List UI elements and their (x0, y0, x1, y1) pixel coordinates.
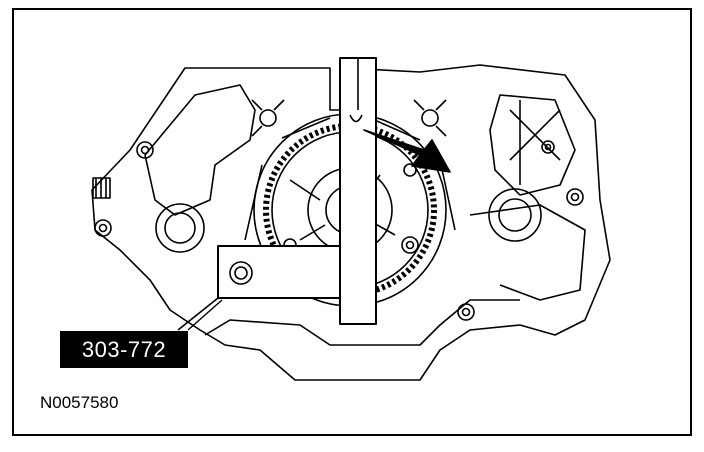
callout-leader (187, 299, 223, 331)
chain-guide (244, 117, 456, 241)
tool-number-callout: 303-772 (60, 331, 188, 368)
tool-vertical-bar (339, 57, 377, 325)
cam-stud-right (413, 99, 447, 137)
pointer-arrow (363, 129, 451, 173)
block-inner-contour-right (489, 94, 576, 196)
bolt-right (566, 188, 584, 206)
bolt-upper-right (541, 140, 555, 154)
bore-right (488, 188, 542, 242)
stud-left (92, 177, 111, 199)
bolt-upper-left (136, 141, 154, 159)
block-right-lower (469, 204, 586, 301)
bolt-center-right (401, 236, 419, 254)
bolt-lower-right (457, 303, 475, 321)
figure-id: N0057580 (40, 393, 119, 412)
bolt-left (94, 219, 112, 237)
cam-stud-left (251, 99, 285, 137)
bore-left (155, 203, 205, 253)
block-inner-contour-left (144, 84, 256, 216)
tool-handle (177, 245, 349, 331)
